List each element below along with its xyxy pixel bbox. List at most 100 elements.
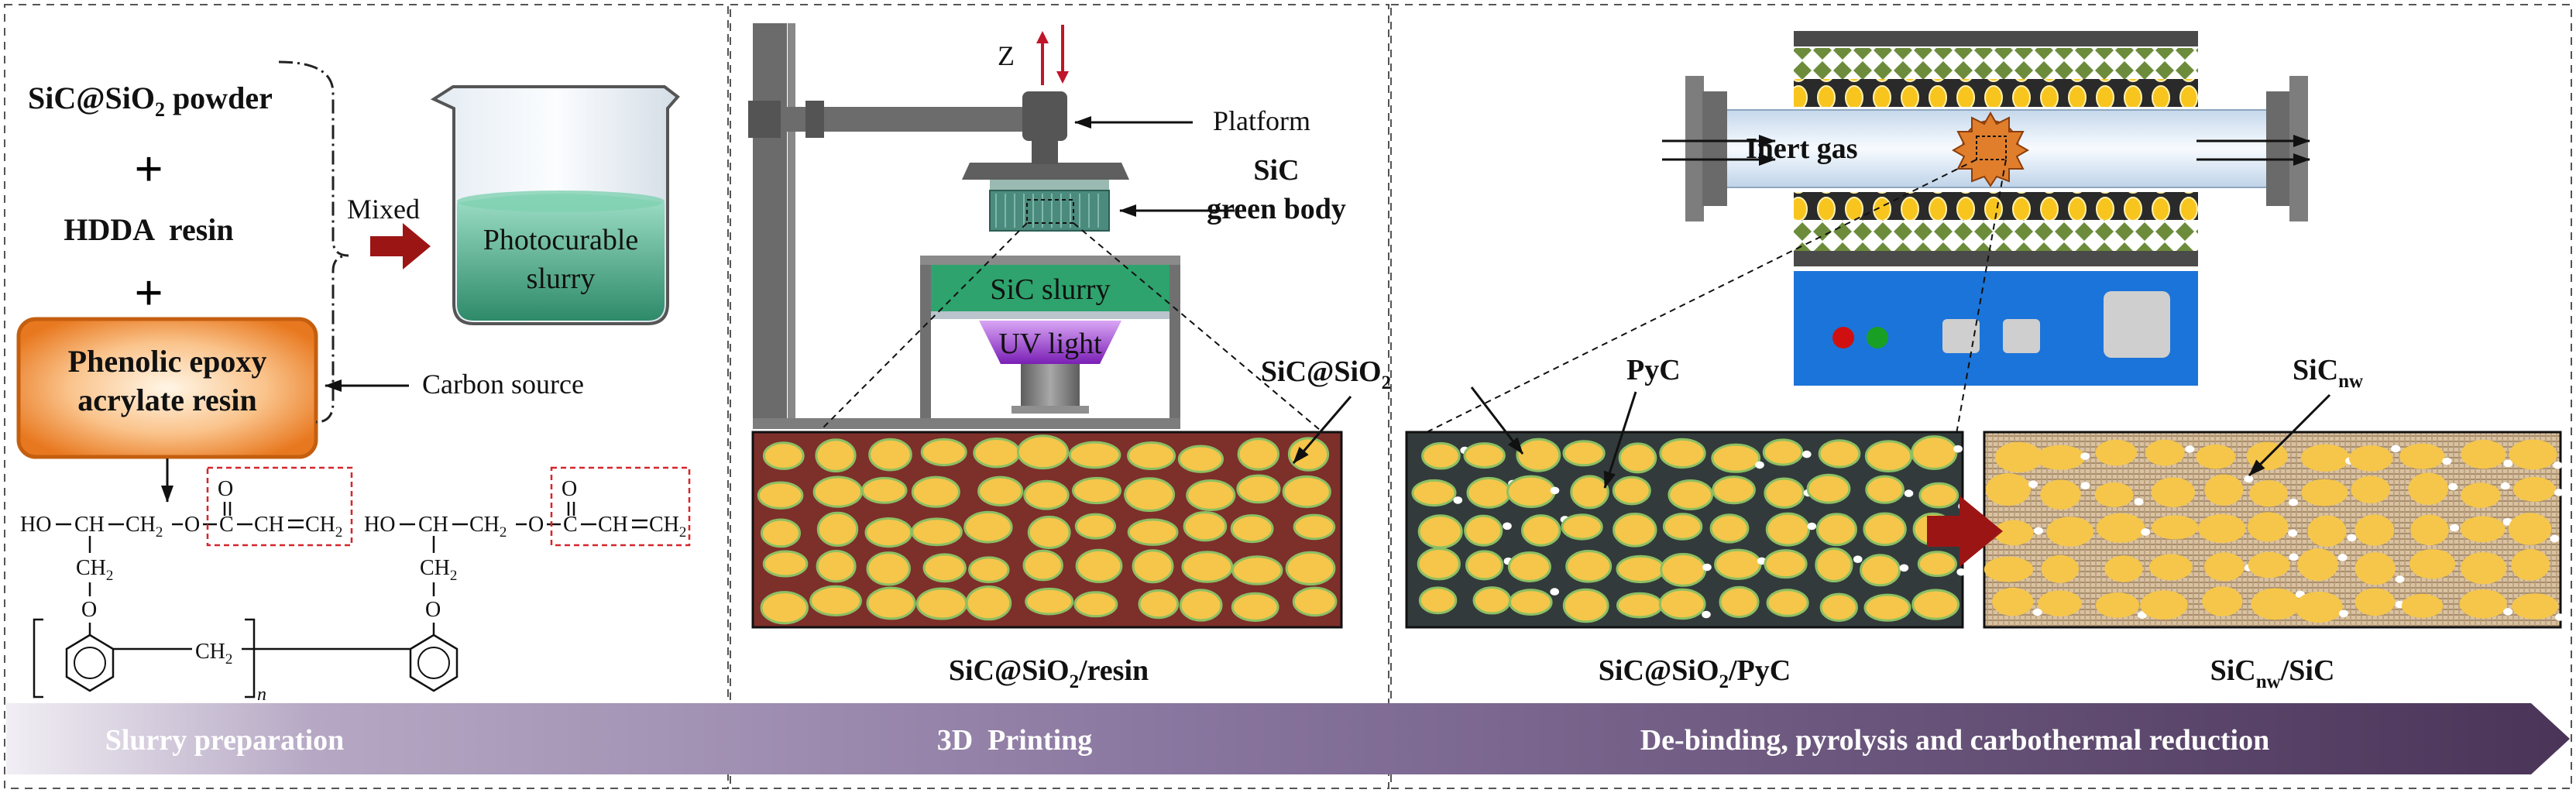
sic-particle: [977, 475, 1024, 506]
pore: [2503, 608, 2513, 616]
pore: [1807, 522, 1817, 530]
transform-arrow: [1927, 496, 2003, 567]
sic-particle: [2460, 516, 2506, 543]
pore: [1702, 610, 1711, 619]
uv-lamp: [1021, 364, 1080, 407]
pore: [2554, 489, 2564, 496]
sic-particle: [2251, 588, 2300, 620]
pore: [1956, 568, 1966, 576]
sic-particle: [1712, 475, 1756, 505]
slurry-vat: [931, 265, 1170, 311]
sic-particle: [861, 476, 908, 504]
sic-particle: [1711, 443, 1761, 473]
sic-particle: [1127, 518, 1179, 546]
sic-particle: [864, 517, 913, 548]
uv-light-label: UV light: [998, 328, 1102, 360]
sic-particle: [1815, 548, 1853, 582]
sic-particle: [2149, 554, 2193, 581]
sic-particle: [1181, 551, 1234, 583]
sic-particle: [2204, 552, 2245, 582]
sic-particle: [1863, 512, 1907, 547]
sic-particle: [1186, 479, 1236, 511]
beaker-label-line2: slurry: [527, 263, 596, 295]
sic-particle: [1819, 592, 1858, 622]
sic-particle: [1138, 589, 1180, 620]
sic-particle: [1986, 473, 2031, 506]
sic-particle: [816, 550, 857, 583]
sic-particle: [1509, 589, 1553, 616]
svg-text:CH2: CH2: [76, 556, 113, 584]
sic-particle: [1658, 588, 1706, 620]
sic-particle: [1417, 548, 1461, 581]
stage-3d-printing: 3D Printing: [937, 724, 1093, 757]
pore: [1503, 522, 1512, 530]
sic-particle: [760, 591, 809, 625]
sic-particle: [963, 510, 1013, 544]
sic-particle: [1562, 588, 1609, 623]
sic-particle: [2095, 439, 2138, 466]
sic-particle: [1231, 555, 1283, 585]
stage-debinding: De-binding, pyrolysis and carbothermal r…: [1640, 724, 2270, 757]
sic-particle: [1073, 591, 1118, 618]
sic-particle: [868, 438, 912, 472]
sic-particle: [1418, 586, 1458, 615]
sic-particle: [2461, 482, 2501, 508]
sic-particle: [1127, 441, 1176, 470]
sic-particle: [1762, 438, 1804, 466]
sic-particle: [2461, 439, 2506, 469]
callout-pyc-arrow-2: [1470, 386, 1524, 455]
furnace-panel: Inert gas PyC SiCnw: [1405, 31, 2565, 692]
platform-plate: [962, 163, 1129, 180]
sic-particle: [973, 438, 1021, 469]
sic-particle: [816, 511, 859, 548]
sic-particle: [2046, 517, 2094, 547]
sic-particle: [2409, 549, 2456, 579]
svg-text:C: C: [563, 513, 578, 537]
sic-particle: [2096, 513, 2145, 543]
sic-particle: [1766, 589, 1809, 617]
sic-particle: [2196, 445, 2236, 469]
sic-particle: [920, 438, 967, 467]
pore: [2289, 498, 2298, 506]
svg-text:CH: CH: [74, 513, 105, 537]
plus-sign-2: +: [134, 265, 163, 321]
sic-particle: [2512, 593, 2559, 620]
sic-particle: [2509, 439, 2557, 470]
sic-particle: [1521, 514, 1561, 547]
printer-base: [753, 418, 1180, 429]
panel-border-slurry: [4, 4, 729, 789]
sic-particle: [1709, 513, 1750, 544]
sic-particle: [809, 585, 862, 617]
pore: [1899, 564, 1909, 572]
pyc-microstructure: [1405, 431, 1967, 629]
sic-particle: [915, 587, 968, 620]
svg-text:CH2: CH2: [195, 640, 232, 668]
pore: [2185, 445, 2195, 453]
svg-text:O: O: [562, 477, 577, 501]
sic-particle: [1417, 514, 1463, 549]
printer-arm: [748, 107, 1035, 132]
furnace-bottom-cap: [1794, 251, 2198, 266]
sic-particle: [761, 518, 801, 548]
pore: [2442, 457, 2452, 465]
sic-particle: [2104, 555, 2143, 582]
sic-particle: [1023, 479, 1070, 510]
sic-particle: [1466, 476, 1511, 509]
pore: [2244, 475, 2254, 483]
sic-particle: [1565, 550, 1613, 583]
svg-text:CH2: CH2: [125, 513, 163, 541]
svg-text:O: O: [425, 598, 441, 622]
sic-particle: [1612, 475, 1651, 506]
pore: [2550, 534, 2560, 543]
sic-particle: [1237, 438, 1280, 471]
sic-particle: [2460, 552, 2507, 585]
callout-sicnw: SiCnw: [2293, 354, 2363, 392]
sic-particle: [2349, 445, 2393, 472]
sic-particle: [1765, 512, 1810, 547]
svg-text:HO: HO: [364, 513, 395, 537]
sic-particle: [1025, 587, 1074, 616]
callout-sicsio2-arrow: [1292, 396, 1352, 464]
svg-text:CH: CH: [254, 513, 284, 537]
pore: [2080, 452, 2090, 460]
